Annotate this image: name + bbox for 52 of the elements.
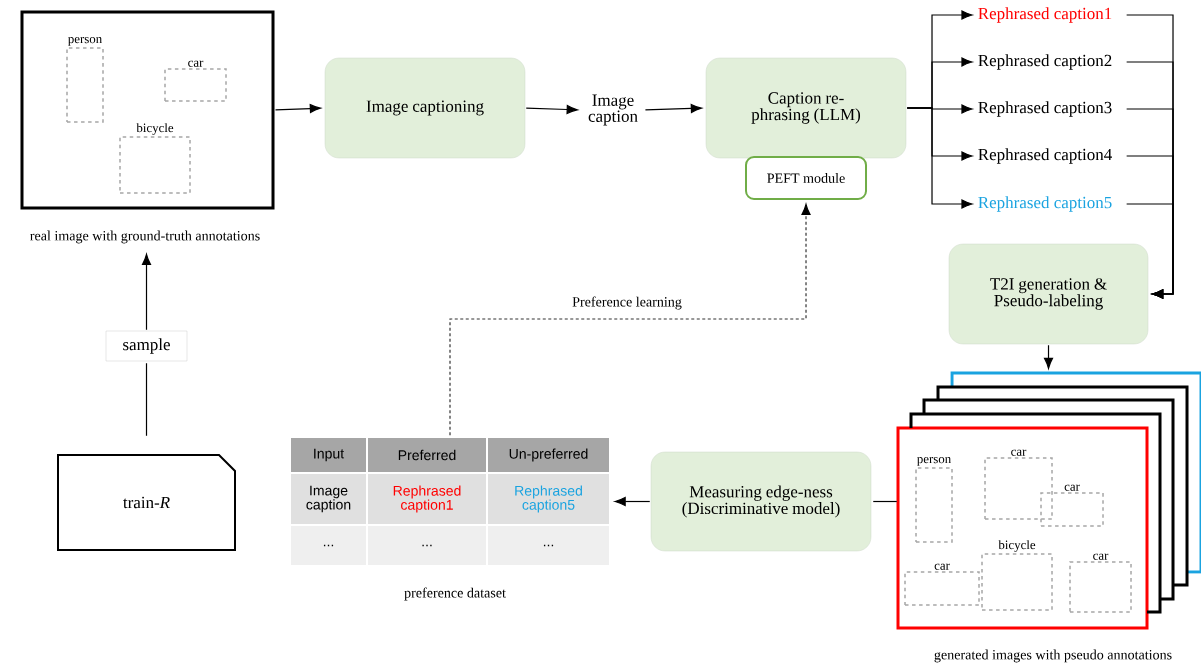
image-frame [20,10,275,210]
table-cell: Image caption [289,472,368,526]
figure-caption: generated images with pseudo annotations [934,649,1172,663]
table-cell: ... [366,524,488,567]
label-box: sample [105,330,188,362]
bounding-box: bicycle [981,540,1053,611]
table-cell: Preferred [366,436,488,474]
bounding-box: car [164,60,227,102]
node-label: car [934,563,950,570]
table-cell: ... [486,524,611,567]
bounding-box: car [1069,553,1132,613]
table-cell: Un-preferred [486,436,611,474]
bounding-box: person [915,457,953,543]
node-label: car [188,60,204,67]
node-label: car [1064,484,1080,491]
bounding-box: bicycle [119,123,191,194]
figure-caption: preference dataset [404,587,506,601]
arrow [449,203,811,436]
arrow [614,496,651,507]
arrow [644,103,702,113]
process-box: Caption re-phrasing (LLM) [705,57,907,159]
table-cell: Rephrased caption5 [486,472,611,526]
arrow [274,104,321,114]
image-stack-drawing [896,371,1201,630]
caption-text: Rephrased caption1 [978,7,1112,23]
bounding-box: car [904,563,980,606]
arrow [1043,344,1054,369]
figure-caption: real image with ground-truth annotations [30,230,260,244]
bounding-box: person [66,37,104,123]
arrow [525,104,578,115]
node-label: bicycle [136,123,174,135]
node-label: car [1093,553,1109,560]
table-cell: ... [289,524,368,567]
caption-text: Rephrased caption4 [978,148,1112,164]
table-cell: Input [289,436,368,474]
node-label: car [1011,449,1027,456]
caption-text: Rephrased caption3 [978,101,1112,117]
caption-text: Rephrased caption5 [978,196,1112,212]
caption-text: Image caption [588,94,638,126]
arrow [141,253,152,331]
module-box: PEFT module [745,156,867,200]
process-box: Image captioning [324,57,526,159]
process-box: Measuring edge-ness (Discriminative model) [650,451,872,552]
arrow [1126,203,1174,299]
node-label: person [917,457,951,466]
caption-text: Rephrased caption2 [978,54,1112,70]
edge-label: Preference learning [571,295,683,311]
node-label: person [68,37,102,46]
arrow [906,107,973,209]
node-label: bicycle [998,540,1036,552]
process-box: T2I generation & Pseudo-labeling [948,243,1149,345]
table-cell: Rephrased caption1 [366,472,488,526]
